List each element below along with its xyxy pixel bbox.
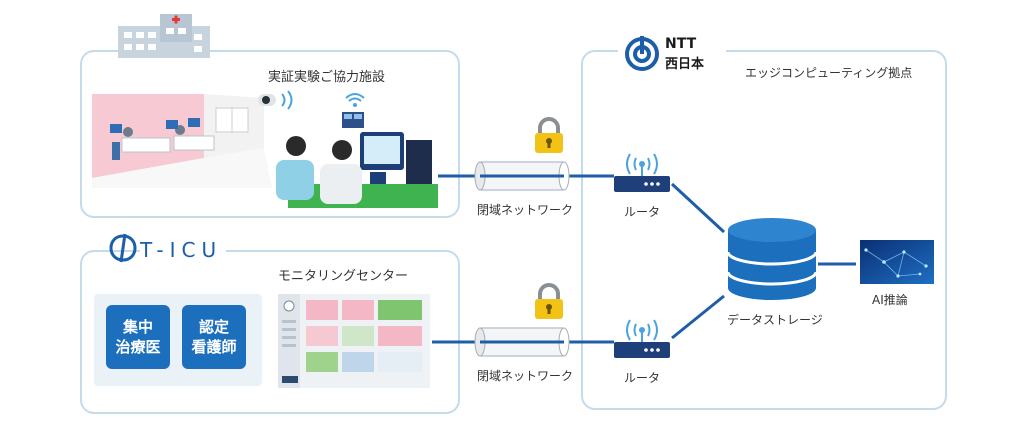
ntt-logo-icon — [625, 36, 659, 71]
data-storage-label: データストレージ — [727, 313, 823, 327]
closed-network-tunnel-bottom — [474, 327, 570, 357]
router-icon — [614, 319, 670, 358]
wifi-icon — [345, 93, 365, 107]
router-label-bottom: ルータ — [624, 371, 661, 385]
camera-icon — [258, 90, 293, 110]
hospital-building-icon — [118, 14, 210, 58]
ntt-brand-region: 西日本 — [665, 57, 705, 72]
closed-network-label-bottom: 閉域ネットワーク — [477, 369, 574, 383]
data-storage-icon — [726, 218, 818, 300]
router-icon — [614, 153, 670, 192]
router-label-top: ルータ — [624, 205, 661, 219]
closed-network-label-top: 閉域ネットワーク — [477, 203, 574, 217]
facility-title: 実証実験ご協力施設 — [268, 70, 386, 85]
ai-inference-label: AI推論 — [872, 293, 908, 307]
ntt-brand-name: NTT — [665, 36, 697, 52]
patient-room-illustration — [92, 94, 272, 188]
edge-computing-title: エッジコンピューティング拠点 — [745, 66, 913, 80]
ai-inference-image — [860, 240, 934, 284]
lock-icon — [535, 117, 563, 153]
t-icu-logo-icon — [109, 233, 137, 263]
intensivist-badge: 集中 治療医 — [106, 305, 170, 369]
monitoring-screen-illustration — [278, 294, 430, 388]
certified-nurse-badge: 認定 看護師 — [182, 305, 246, 369]
staff-monitoring-illustration — [276, 112, 438, 208]
lock-icon — [535, 283, 563, 319]
t-icu-logo-text: T-ICU — [140, 238, 227, 262]
monitoring-center-title: モニタリングセンター — [278, 269, 409, 284]
closed-network-tunnel-top — [474, 161, 570, 191]
